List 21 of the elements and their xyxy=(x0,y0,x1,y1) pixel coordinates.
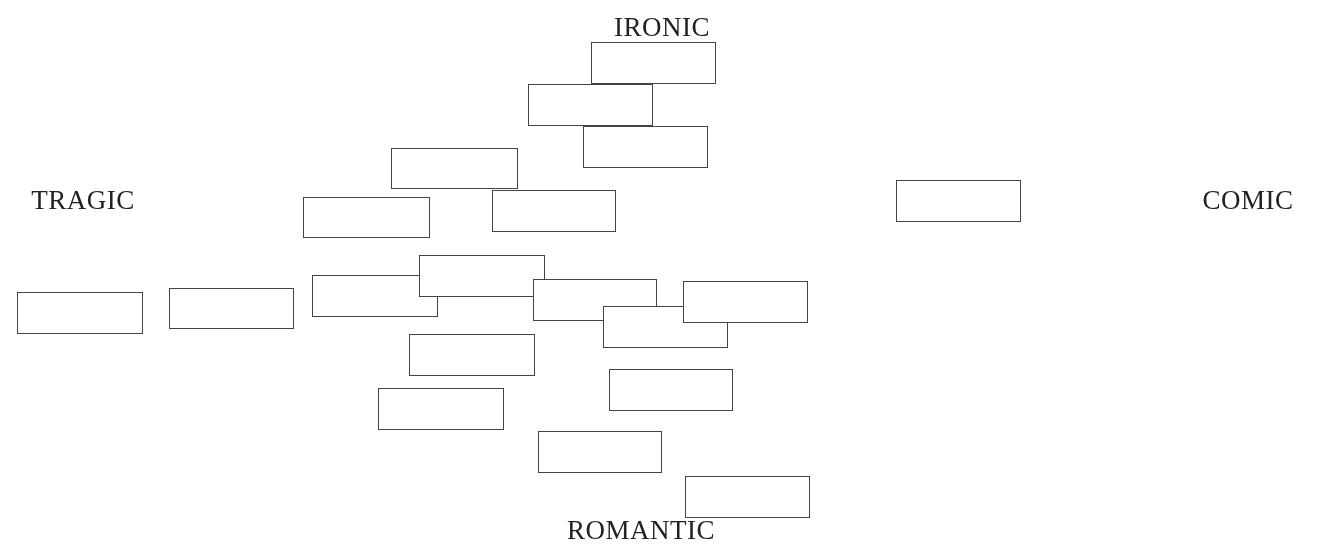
empty-box xyxy=(409,334,535,376)
axis-label: TRAGIC xyxy=(31,184,135,216)
empty-box xyxy=(378,388,504,430)
empty-box xyxy=(169,288,294,329)
empty-box xyxy=(609,369,733,411)
empty-box xyxy=(391,148,518,189)
empty-box xyxy=(528,84,653,126)
empty-box xyxy=(896,180,1021,222)
axis-label: IRONIC xyxy=(614,11,710,43)
empty-box xyxy=(492,190,616,232)
empty-box xyxy=(683,281,808,323)
empty-box xyxy=(17,292,143,334)
axis-label: COMIC xyxy=(1202,184,1294,216)
axis-label: ROMANTIC xyxy=(567,514,715,546)
empty-box xyxy=(303,197,430,238)
empty-box xyxy=(685,476,810,518)
empty-box xyxy=(312,275,438,317)
empty-box xyxy=(538,431,662,473)
empty-box xyxy=(419,255,545,297)
empty-box xyxy=(591,42,716,84)
empty-box xyxy=(583,126,708,168)
